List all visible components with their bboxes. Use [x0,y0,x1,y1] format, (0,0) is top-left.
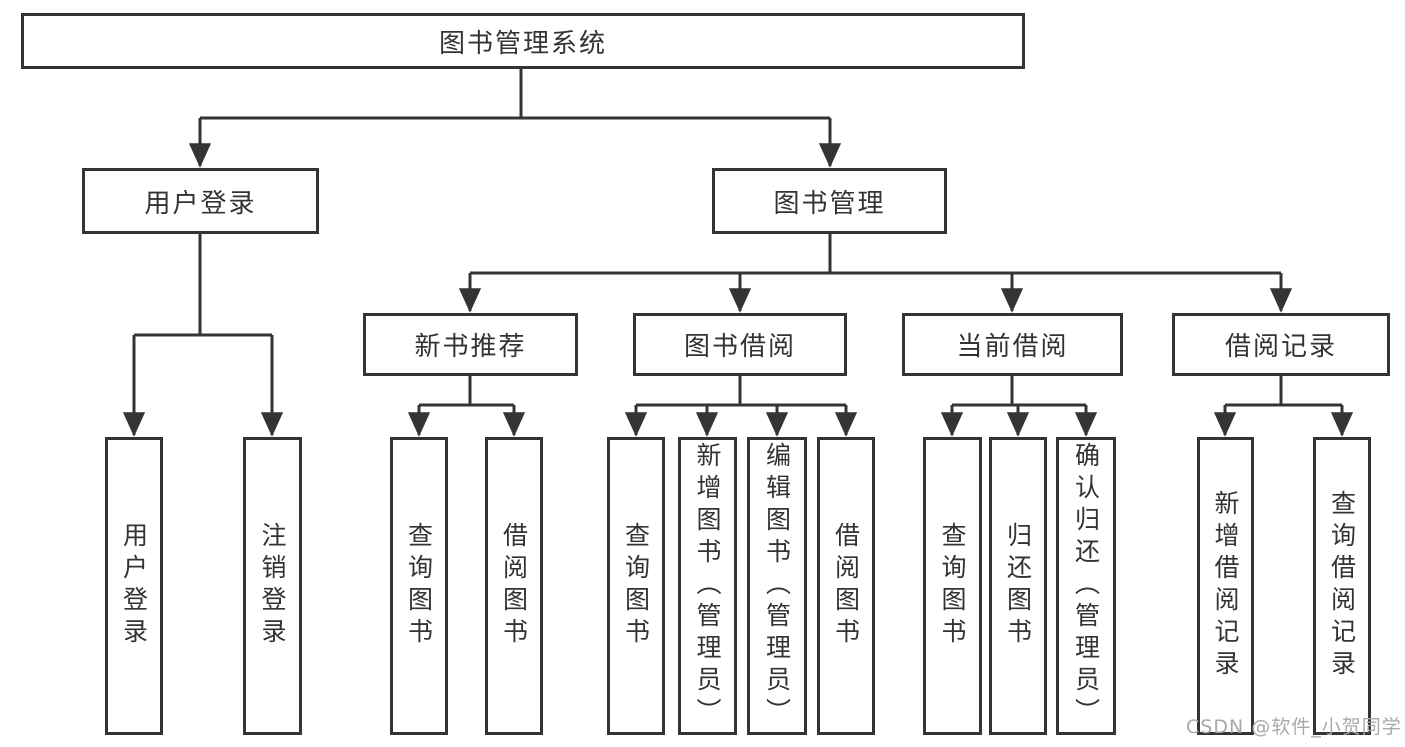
node-borrowing-records-label: 借阅记录 [1224,332,1337,362]
leaf-borrow-books-borrowing-label: 借阅图书 [831,522,861,650]
node-book-management-label: 图书管理 [773,188,886,219]
leaf-add-books-admin-label: 新增图书（管理员） [693,442,722,730]
leaf-query-borrow-record-label: 查询借阅记录 [1327,490,1357,682]
node-current-borrowing-label: 当前借阅 [956,332,1069,362]
node-root: 图书管理系统 [21,13,1025,69]
leaf-return-books: 归还图书 [989,437,1047,735]
leaf-logout: 注销登录 [243,437,302,735]
leaf-user-login-label: 用户登录 [119,522,149,650]
leaf-borrow-books-recommend-label: 借阅图书 [499,522,529,650]
node-new-book-recommendation: 新书推荐 [363,313,578,376]
leaf-query-borrow-record: 查询借阅记录 [1313,437,1371,735]
leaf-query-books-current: 查询图书 [923,437,982,735]
node-book-management: 图书管理 [712,168,947,234]
leaf-return-books-label: 归还图书 [1003,522,1033,650]
node-user-login-label: 用户登录 [144,188,257,219]
node-new-book-recommendation-label: 新书推荐 [414,332,527,362]
node-root-label: 图书管理系统 [438,28,607,59]
node-book-borrowing: 图书借阅 [633,313,847,376]
node-borrowing-records: 借阅记录 [1172,313,1390,376]
watermark: CSDN @软件_小贺同学 [1186,716,1402,738]
leaf-borrow-books-recommend: 借阅图书 [485,437,543,735]
leaf-edit-books-admin-label: 编辑图书（管理员） [762,442,792,730]
leaf-confirm-return-admin-label: 确认归还（管理员） [1071,442,1101,730]
node-current-borrowing: 当前借阅 [902,313,1123,376]
leaf-confirm-return-admin: 确认归还（管理员） [1056,437,1116,735]
leaf-borrow-books-borrowing: 借阅图书 [817,437,875,735]
node-user-login: 用户登录 [82,168,319,234]
leaf-query-books-recommend: 查询图书 [390,437,448,735]
leaf-query-books-current-label: 查询图书 [938,522,967,650]
leaf-query-books-borrowing: 查询图书 [607,437,665,735]
leaf-edit-books-admin: 编辑图书（管理员） [747,437,807,735]
leaf-logout-label: 注销登录 [258,522,287,650]
node-book-borrowing-label: 图书借阅 [683,332,796,362]
leaf-add-borrow-record: 新增借阅记录 [1197,437,1254,735]
leaf-query-books-borrowing-label: 查询图书 [621,522,651,650]
leaf-add-books-admin: 新增图书（管理员） [678,437,737,735]
leaf-user-login: 用户登录 [105,437,163,735]
leaf-add-borrow-record-label: 新增借阅记录 [1211,490,1240,682]
leaf-query-books-recommend-label: 查询图书 [404,522,434,650]
